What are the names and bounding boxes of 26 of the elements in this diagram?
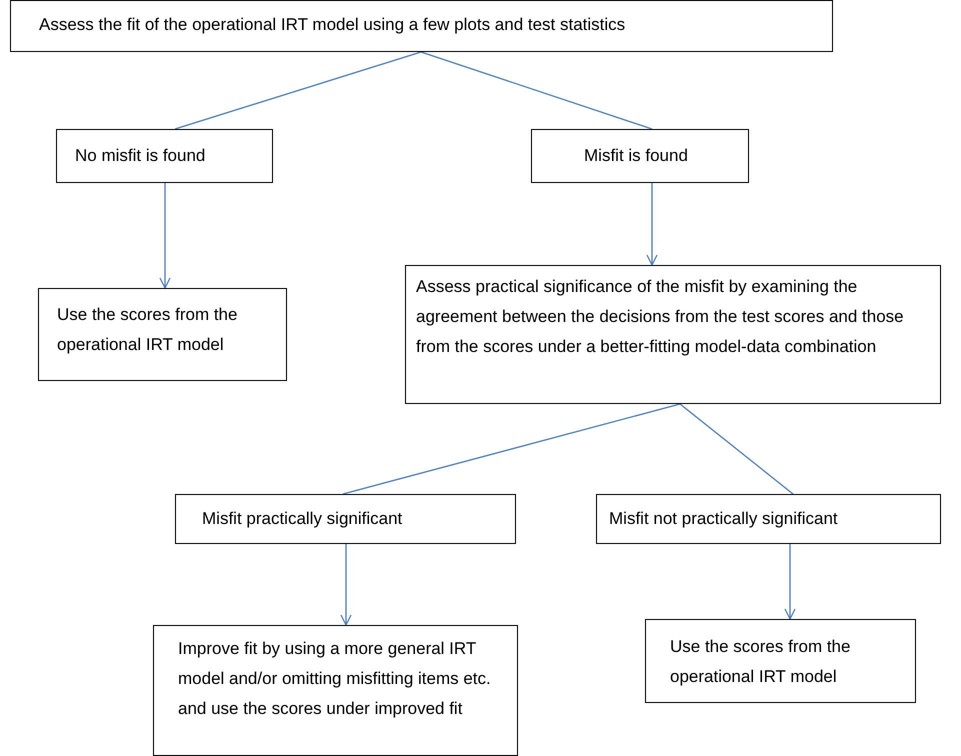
arrow: [340, 544, 352, 626]
process-box: [645, 619, 916, 703]
box-text: Improve fit by using a more general IRT model and/or omitting misfitting items etc. and use the scores under improved fit: [178, 638, 492, 720]
box-text: Misfit practically significant: [202, 508, 404, 530]
process-box: [596, 494, 941, 544]
connector-line: [342, 403, 680, 495]
process-box: [531, 129, 749, 183]
process-box: [10, 0, 833, 52]
box-text: No misfit is found: [75, 145, 206, 167]
connector-line: [174, 51, 422, 130]
process-box: [405, 265, 941, 404]
box-text: Misfit not practically significant: [609, 508, 839, 530]
arrow: [159, 183, 171, 289]
connector-line: [680, 404, 794, 494]
connector-line: [420, 51, 652, 130]
process-box: [175, 494, 516, 544]
box-text: Assess practical significance of the misfit by examining the agreement between the decisions from the test scores and those from the scores under a better-fitting model-data combination: [416, 276, 905, 358]
arrow: [646, 183, 658, 266]
box-text: Assess the fit of the operational IRT model using a few plots and test statistics: [39, 14, 626, 36]
box-text: Use the scores from the operational IRT model: [670, 636, 852, 688]
box-text: Misfit is found: [584, 145, 689, 167]
process-box: [38, 288, 287, 381]
box-text: Use the scores from the operational IRT model: [57, 304, 238, 356]
process-box: [56, 129, 273, 183]
process-box: [153, 625, 518, 756]
arrow: [784, 544, 796, 620]
